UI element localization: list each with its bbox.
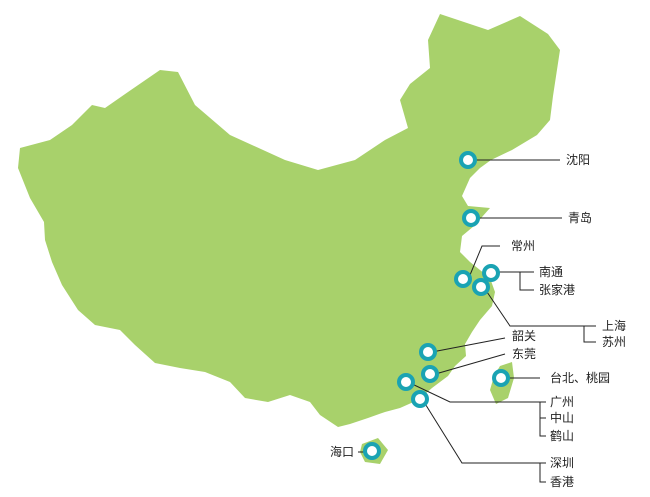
label-heshan: 鹤山 bbox=[550, 428, 574, 443]
marker-taipei[interactable] bbox=[492, 369, 510, 387]
label-zhangjiagang: 张家港 bbox=[539, 282, 575, 297]
marker-shenyang[interactable] bbox=[459, 151, 477, 169]
marker-guangzhou[interactable] bbox=[397, 373, 415, 391]
marker-dongguan[interactable] bbox=[421, 365, 439, 383]
marker-nantong[interactable] bbox=[482, 264, 500, 282]
marker-changzhou[interactable] bbox=[454, 270, 472, 288]
marker-qingdao[interactable] bbox=[462, 209, 480, 227]
label-zhongshan: 中山 bbox=[550, 410, 574, 425]
label-changzhou: 常州 bbox=[511, 239, 535, 253]
label-taipei-taoyuan: 台北、桃园 bbox=[550, 370, 610, 385]
label-dongguan: 东莞 bbox=[512, 347, 536, 361]
leader-shenzhen-hongkong bbox=[423, 401, 546, 483]
leader-guangzhou-zhongshan-heshan bbox=[409, 382, 546, 437]
label-haikou: 海口 bbox=[330, 444, 354, 459]
label-suzhou: 苏州 bbox=[602, 335, 626, 349]
leader-changzhou bbox=[469, 245, 500, 276]
marker-shenzhen[interactable] bbox=[411, 390, 429, 408]
label-shenzhen: 深圳 bbox=[550, 456, 574, 470]
leader-dongguan bbox=[431, 353, 506, 376]
leader-shaoguan bbox=[431, 337, 506, 353]
marker-shaoguan[interactable] bbox=[419, 343, 437, 361]
label-nantong: 南通 bbox=[539, 264, 563, 279]
label-shenyang: 沈阳 bbox=[566, 152, 590, 167]
marker-haikou[interactable] bbox=[363, 442, 381, 460]
leader-nantong-zhangjiagang bbox=[496, 271, 534, 291]
label-shanghai: 上海 bbox=[602, 318, 626, 333]
label-guangzhou: 广州 bbox=[550, 395, 574, 409]
label-shaoguan: 韶关 bbox=[512, 328, 536, 343]
mainland-china-shape bbox=[18, 14, 560, 427]
label-hongkong: 香港 bbox=[550, 475, 574, 489]
label-qingdao: 青岛 bbox=[568, 210, 592, 225]
marker-zhangjiagang[interactable] bbox=[472, 278, 490, 296]
